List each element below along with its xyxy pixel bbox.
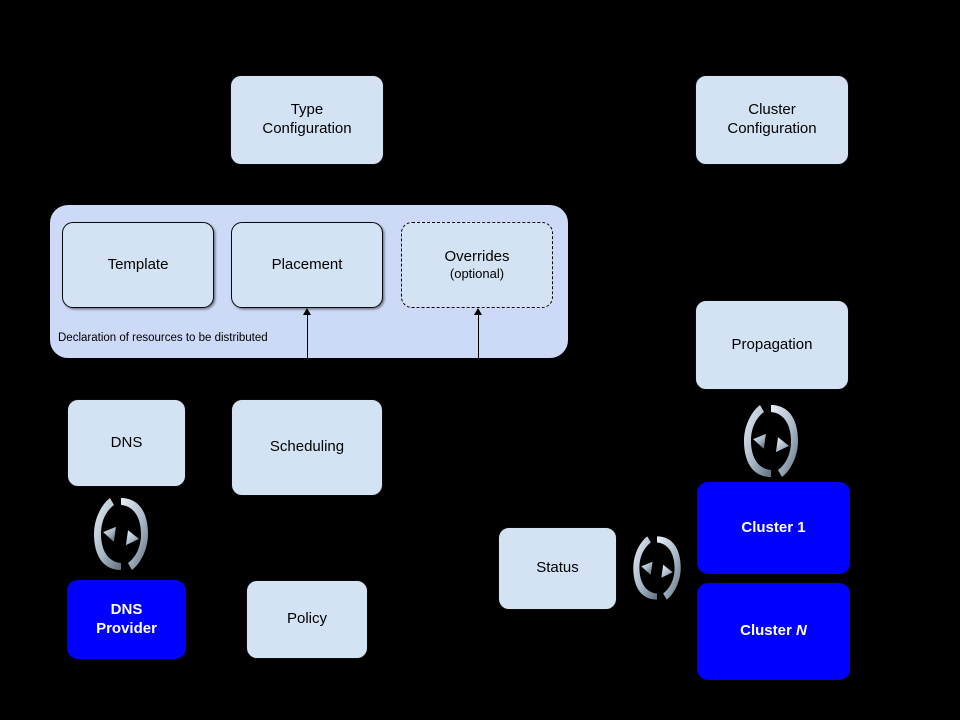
group-caption: Declaration of resources to be distribut…	[58, 332, 268, 344]
type-configuration-label-line2: Configuration	[262, 120, 352, 137]
node-dns[interactable]: DNS	[67, 399, 186, 487]
connector-typeconfig-to-template	[136, 165, 137, 205]
node-template[interactable]: Template	[62, 222, 214, 308]
dns-provider-label-line2: Provider	[96, 619, 157, 637]
sync-arrows-icon-propagation	[738, 399, 804, 483]
arrowhead-placement-from-scheduling	[303, 308, 311, 315]
node-propagation[interactable]: Propagation	[695, 300, 849, 390]
cluster-1-prefix: Cluster	[741, 518, 798, 536]
placement-label: Placement	[271, 255, 343, 273]
arrowhead-overrides-from-policy	[474, 308, 482, 315]
node-dns-provider[interactable]: DNS Provider	[67, 580, 186, 659]
cluster-n-prefix: Cluster	[740, 622, 796, 640]
type-configuration-label-line1: Type	[290, 101, 324, 119]
policy-label: Policy	[286, 610, 327, 628]
connector-policy-to-overrides	[478, 315, 479, 358]
node-type-configuration[interactable]: Type Configuration	[230, 75, 384, 165]
scheduling-label: Scheduling	[269, 438, 345, 456]
cluster-configuration-label-line2: Configuration	[727, 120, 817, 137]
node-cluster-1[interactable]: Cluster 1	[697, 482, 850, 574]
node-placement[interactable]: Placement	[231, 222, 383, 308]
node-cluster-configuration[interactable]: Cluster Configuration	[695, 75, 849, 165]
node-scheduling[interactable]: Scheduling	[231, 399, 383, 496]
cluster-n-suffix: N	[796, 622, 807, 640]
propagation-label: Propagation	[731, 335, 813, 353]
sync-arrows-icon-status	[628, 527, 686, 609]
sync-arrows-icon-dns	[88, 492, 154, 576]
cluster-n-label: Cluster N	[740, 622, 807, 641]
node-cluster-n[interactable]: Cluster N	[697, 583, 850, 680]
connector-typeconfig-to-placement	[306, 165, 307, 205]
overrides-optional-label: (optional)	[449, 266, 505, 282]
connector-scheduling-to-placement	[307, 315, 308, 358]
overrides-label: Overrides	[444, 247, 510, 265]
status-label: Status	[536, 559, 579, 577]
node-status[interactable]: Status	[498, 527, 617, 610]
node-overrides[interactable]: Overrides (optional)	[401, 222, 553, 308]
node-policy[interactable]: Policy	[246, 580, 368, 659]
cluster-1-suffix: 1	[797, 518, 806, 536]
connector-typeconfig-to-overrides	[477, 165, 478, 205]
template-label: Template	[107, 255, 169, 273]
cluster-configuration-label-line1: Cluster	[748, 101, 796, 119]
dns-label: DNS	[110, 433, 143, 451]
cluster-1-label: Cluster 1	[741, 519, 805, 538]
dns-provider-label-line1: DNS	[110, 600, 143, 618]
